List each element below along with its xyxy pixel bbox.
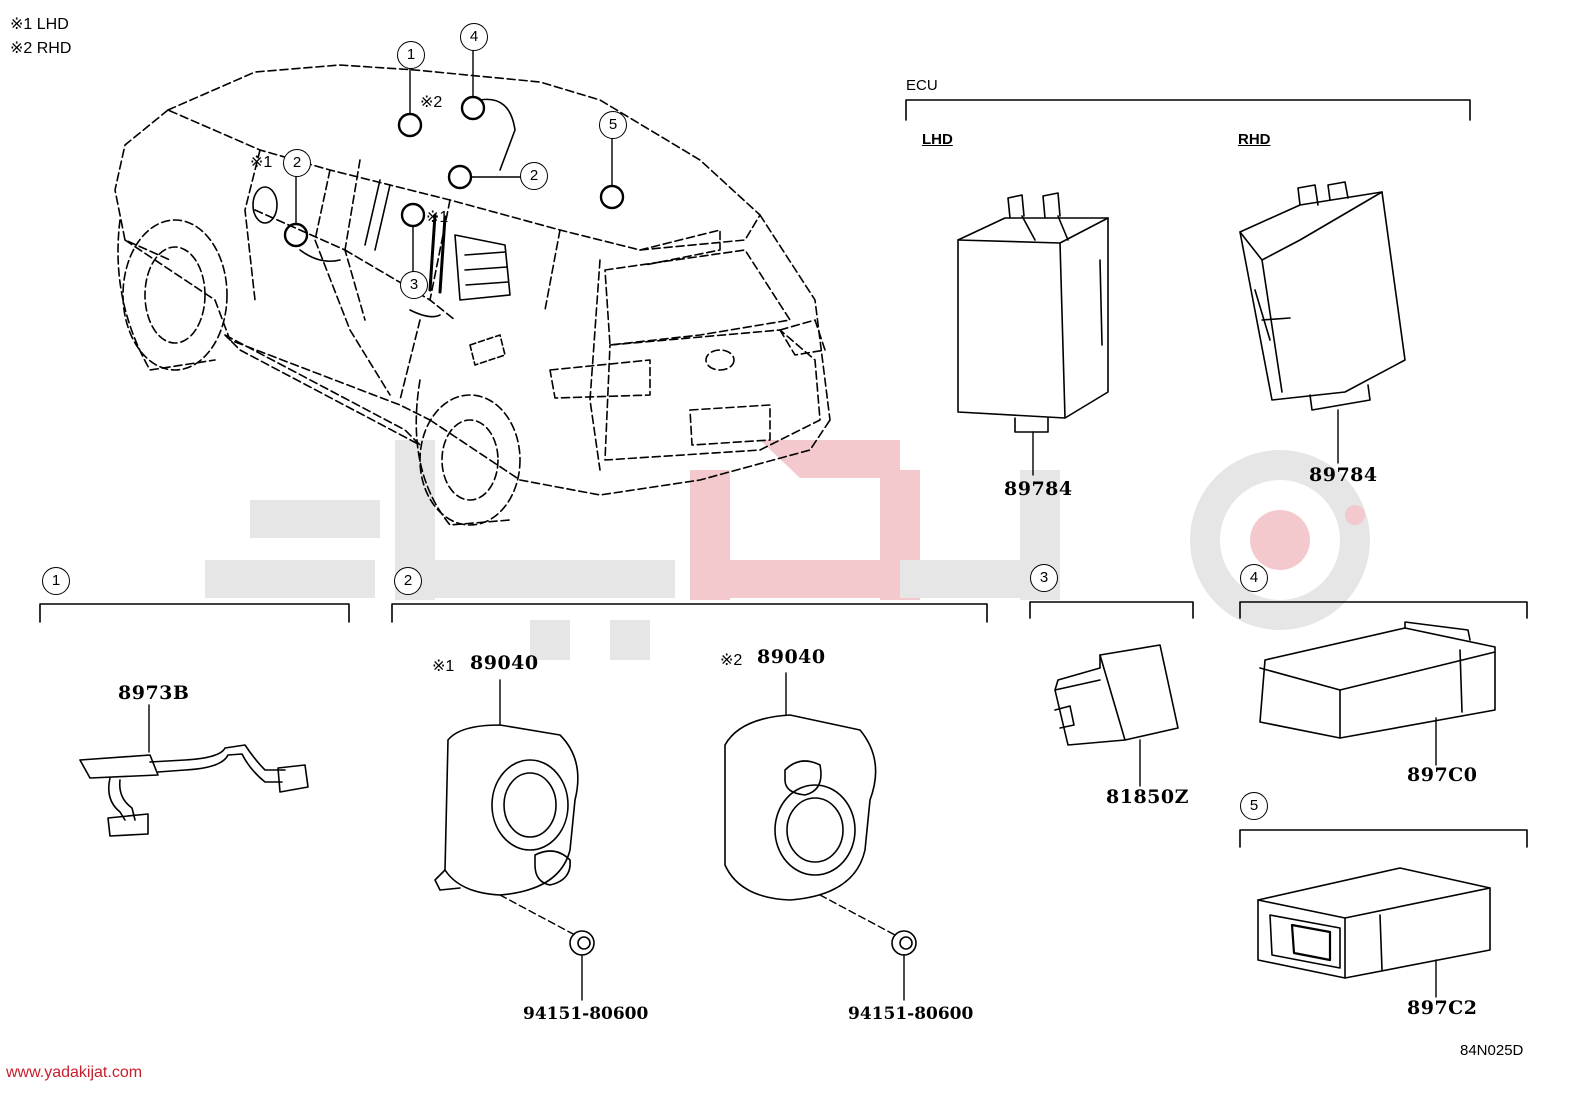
ecu-title: ECU — [906, 77, 938, 94]
module-897c0-illustration — [1259, 621, 1496, 766]
group-callout-4: 4 — [1240, 564, 1268, 592]
ecu-lhd-illustration — [957, 192, 1109, 476]
car-callout-markers — [283, 49, 625, 274]
watermark-logo — [205, 440, 1370, 660]
vehicle-illustration — [114, 64, 831, 526]
part-number-module-897c0: 897C0 — [1407, 764, 1478, 786]
group-callout-1: 1 — [42, 567, 70, 595]
group-callout-5: 5 — [1240, 792, 1268, 820]
note-lhd: ※1 LHD — [10, 16, 69, 33]
sensor-rhd-illustration — [724, 672, 917, 1001]
car-mark-rhd: ※2 — [420, 94, 443, 111]
part-number-ecu-lhd: 89784 — [1004, 478, 1073, 500]
part-number-clip-left: 94151-80600 — [523, 1004, 649, 1024]
group5-bracket — [1239, 829, 1528, 848]
part-number-relay: 81850Z — [1106, 786, 1189, 808]
part-number-ecu-rhd: 89784 — [1309, 464, 1378, 486]
ecu-bracket — [905, 99, 1471, 121]
car-callout-2-left: 2 — [283, 149, 311, 177]
sensor-lhd-illustration — [434, 679, 595, 1001]
car-mark-lhd: ※1 — [250, 154, 273, 171]
car-callout-3: 3 — [400, 271, 428, 299]
group1-bracket — [39, 603, 350, 623]
car-callout-1: 1 — [397, 41, 425, 69]
module-897c2-illustration — [1257, 867, 1491, 998]
car-callout-5: 5 — [599, 111, 627, 139]
part-number-sensor-rhd: 89040 — [757, 646, 826, 668]
part-number-wire-harness: 8973B — [118, 682, 190, 704]
ecu-rhd-illustration — [1239, 181, 1406, 464]
part-number-module-897c2: 897C2 — [1407, 997, 1478, 1019]
ecu-rhd-label: RHD — [1238, 131, 1271, 148]
sensor-lhd-note: ※1 — [432, 658, 455, 675]
group-callout-3: 3 — [1030, 564, 1058, 592]
group4-bracket — [1239, 601, 1528, 619]
part-number-sensor-lhd: 89040 — [470, 652, 539, 674]
group2-bracket — [391, 603, 988, 623]
car-mark-lhd-2: ※1 — [426, 209, 449, 226]
relay-illustration — [1054, 644, 1179, 787]
note-rhd: ※2 RHD — [10, 40, 72, 57]
group3-bracket — [1029, 601, 1194, 619]
group-callout-2: 2 — [394, 567, 422, 595]
car-callout-4: 4 — [460, 23, 488, 51]
part-number-clip-right: 94151-80600 — [848, 1004, 974, 1024]
wire-harness-illustration — [79, 704, 309, 837]
ecu-lhd-label: LHD — [922, 131, 953, 148]
sensor-rhd-note: ※2 — [720, 652, 743, 669]
website-watermark: www.yadakijat.com — [6, 1064, 143, 1081]
car-callout-2-right: 2 — [520, 162, 548, 190]
diagram-code: 84N025D — [1460, 1042, 1524, 1059]
